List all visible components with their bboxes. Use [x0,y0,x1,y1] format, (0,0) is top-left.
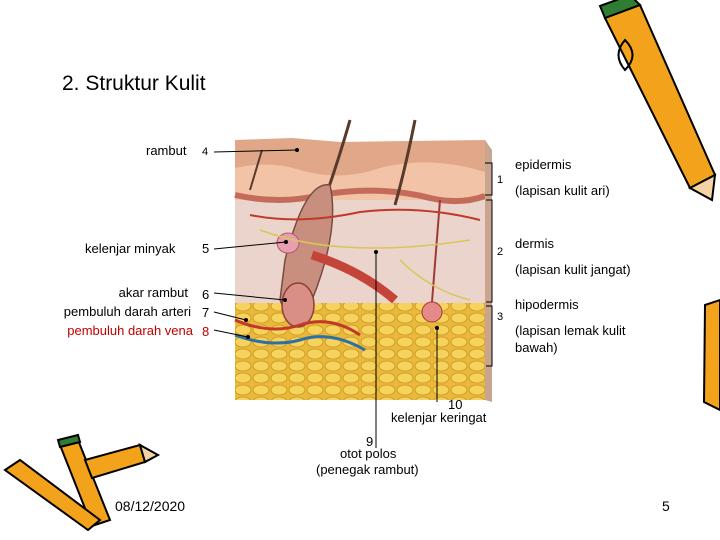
slide-number: 5 [662,498,670,514]
label-pembuluh-darah-arteri: pembuluh darah arteri [64,304,191,319]
label-dermis: dermis [515,236,554,251]
label-pembuluh-darah-vena: pembuluh darah vena [67,323,193,338]
number-6: 6 [202,287,209,302]
label-hipodermis: hipodermis [515,297,579,312]
number-1: 1 [497,174,503,187]
number-2: 2 [497,246,503,259]
label-epidermis-sub: (lapisan kulit ari) [515,183,610,198]
pencil-right-icon [704,300,720,410]
label-dermis-sub: (lapisan kulit jangat) [515,262,631,277]
label-kelenjar-minyak: kelenjar minyak [85,241,175,256]
label-epidermis: epidermis [515,157,571,172]
pencil-top-right-icon [600,0,715,200]
skin-diagram [235,120,492,402]
hypodermis-fat-layer [235,300,485,400]
label-kelenjar-keringat: kelenjar keringat [391,410,486,425]
pencils-bottom-left-icon [5,435,158,530]
label-penegak-rambut: (penegak rambut) [316,462,419,477]
number-7: 7 [202,305,209,320]
label-otot-polos: otot polos [340,446,396,461]
number-3: 3 [497,311,503,324]
label-hipodermis-sub-2: bawah) [515,340,558,355]
slide-date: 08/12/2020 [115,498,185,514]
label-hipodermis-sub-1: (lapisan lemak kulit [515,323,626,338]
label-akar-rambut: akar rambut [119,285,188,300]
number-4: 4 [202,146,208,159]
number-5: 5 [202,241,209,256]
sweat-gland [422,302,442,322]
hair-root [282,283,314,327]
label-rambut: rambut [146,143,186,158]
slide-title: 2. Struktur Kulit [62,72,206,96]
number-8: 8 [202,324,209,339]
